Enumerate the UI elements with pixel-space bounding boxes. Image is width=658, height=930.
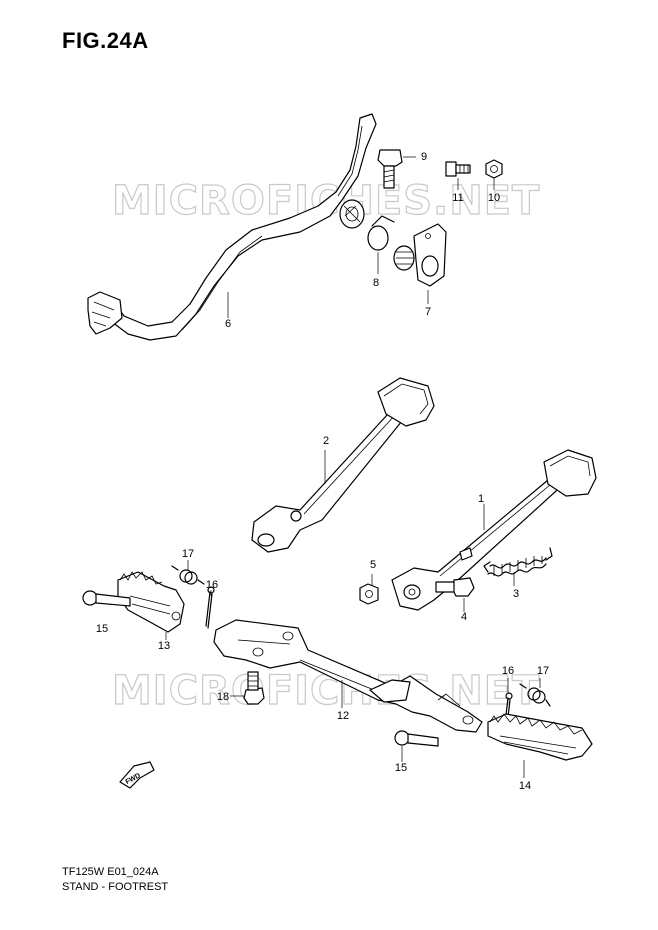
callout-7: 7 xyxy=(424,306,432,318)
callout-10: 10 xyxy=(487,192,501,204)
figure-title: FIG.24A xyxy=(62,28,149,53)
leader-lines xyxy=(165,156,541,778)
diagram-code: TF125W E01_024A xyxy=(62,866,159,878)
callout-17-right: 17 xyxy=(536,665,550,677)
callout-3: 3 xyxy=(512,588,520,600)
part-16-cotter-pin-left xyxy=(205,586,215,629)
callout-9: 9 xyxy=(420,151,428,163)
part-3-spring xyxy=(483,547,553,577)
part-1-side-stand xyxy=(391,449,597,611)
callout-6: 6 xyxy=(224,318,232,330)
part-8-snap-ring xyxy=(367,215,395,251)
part-14-footrest-right xyxy=(487,713,593,761)
part-9-bolt xyxy=(377,149,403,189)
callout-15-left: 15 xyxy=(95,623,109,635)
part-17-spring-right xyxy=(519,683,551,707)
part-10-nut xyxy=(485,159,503,179)
part-12-footrest-bar xyxy=(213,619,483,733)
part-18-bolt xyxy=(243,671,265,705)
part-6-brake-pedal xyxy=(87,113,377,341)
callout-11: 11 xyxy=(452,192,464,204)
callout-4: 4 xyxy=(460,611,468,623)
callout-14: 14 xyxy=(518,780,532,792)
part-11-bolt xyxy=(445,161,471,177)
callout-16-right: 16 xyxy=(501,665,515,677)
callout-1: 1 xyxy=(477,493,485,505)
callout-18: 18 xyxy=(216,691,230,703)
part-15-pin-right xyxy=(394,730,439,747)
callout-16-left: 16 xyxy=(205,579,219,591)
callout-12: 12 xyxy=(336,710,350,722)
callout-13: 13 xyxy=(157,640,171,652)
part-2-side-stand xyxy=(251,377,435,553)
part-4-bolt xyxy=(435,577,475,597)
fwd-badge: FWD xyxy=(119,761,155,789)
part-17-spring-left xyxy=(171,565,205,585)
part-7-pivot-bracket xyxy=(393,223,447,287)
part-15-pin-left xyxy=(82,590,131,607)
callout-17-left: 17 xyxy=(181,548,195,560)
callout-8: 8 xyxy=(372,277,380,289)
callout-2: 2 xyxy=(322,435,330,447)
callout-15-right: 15 xyxy=(394,762,408,774)
callout-5: 5 xyxy=(369,559,377,571)
watermark-bottom: MICROFICHES.NET xyxy=(111,667,541,714)
part-5-nut xyxy=(359,583,379,605)
diagram-caption: STAND - FOOTREST xyxy=(62,881,169,893)
